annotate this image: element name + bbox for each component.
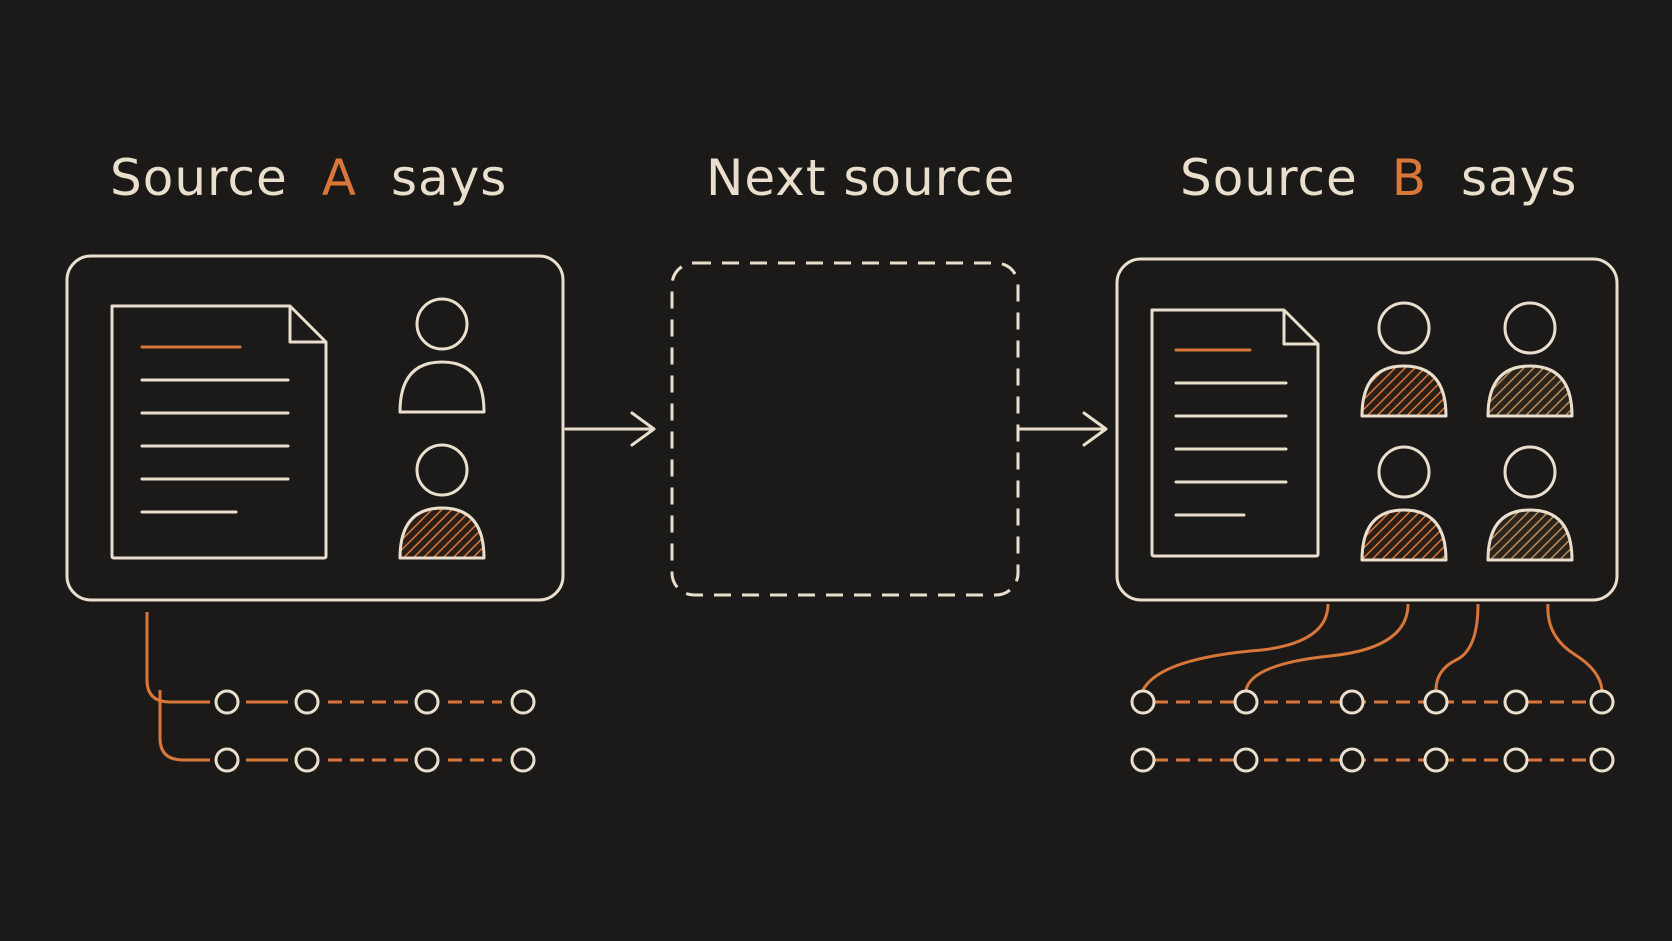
- person-icon: [398, 297, 486, 414]
- label-source-a-letter: A: [321, 149, 357, 207]
- label-source-b-letter: B: [1391, 149, 1428, 207]
- person-icon-highlighted: [398, 443, 486, 560]
- timeline-node: [510, 689, 536, 715]
- label-source-a-prefix: Source: [110, 149, 288, 207]
- timeline-node: [414, 689, 440, 715]
- connector-a: [145, 612, 210, 704]
- timeline-node: [1130, 747, 1156, 773]
- panel-next-source: [670, 261, 1020, 597]
- timeline-b-2: [1130, 747, 1615, 773]
- person-icon-highlighted: [1486, 301, 1574, 418]
- panel-next-source-frame: [670, 261, 1020, 597]
- connector-a: [158, 690, 210, 762]
- person-icon-highlighted: [1360, 445, 1448, 562]
- document-icon: [1150, 308, 1320, 558]
- panel-source-a: [65, 254, 565, 773]
- label-source-a-suffix: says: [390, 149, 508, 207]
- label-next-source-text: Next source: [706, 149, 1016, 207]
- timeline-node: [294, 689, 320, 715]
- timeline-node: [1589, 689, 1615, 715]
- timeline-node: [214, 747, 240, 773]
- timeline-node: [1339, 689, 1365, 715]
- arrow-right-icon: [564, 411, 656, 447]
- timeline-node: [510, 747, 536, 773]
- timeline-b-1: [1130, 689, 1615, 715]
- timeline-node: [1589, 747, 1615, 773]
- timeline-node: [414, 747, 440, 773]
- arrow-right-icon: [1018, 411, 1108, 447]
- timeline-node: [1233, 689, 1259, 715]
- timeline-node: [1423, 747, 1449, 773]
- panel-source-a-frame: [65, 254, 565, 602]
- timeline-a-1: [214, 689, 536, 715]
- timeline-node: [1233, 747, 1259, 773]
- label-next-source: Next source: [706, 138, 1015, 218]
- panel-source-b-frame: [1115, 257, 1619, 602]
- document-icon: [110, 304, 328, 560]
- label-source-b-prefix: Source: [1180, 149, 1358, 207]
- timeline-node: [214, 689, 240, 715]
- timeline-node: [1503, 689, 1529, 715]
- person-icon-highlighted: [1486, 445, 1574, 562]
- connector-b: [1244, 603, 1410, 691]
- label-source-b-suffix: says: [1461, 149, 1578, 207]
- timeline-node: [294, 747, 320, 773]
- timeline-node: [1130, 689, 1156, 715]
- timeline-node: [1423, 689, 1449, 715]
- person-icon-highlighted: [1360, 301, 1448, 418]
- connector-b: [1546, 603, 1604, 691]
- timeline-node: [1339, 747, 1365, 773]
- panel-source-b: [1115, 257, 1619, 773]
- connector-b: [1434, 603, 1480, 691]
- timeline-a-2: [214, 747, 536, 773]
- connector-b: [1141, 603, 1330, 691]
- timeline-node: [1503, 747, 1529, 773]
